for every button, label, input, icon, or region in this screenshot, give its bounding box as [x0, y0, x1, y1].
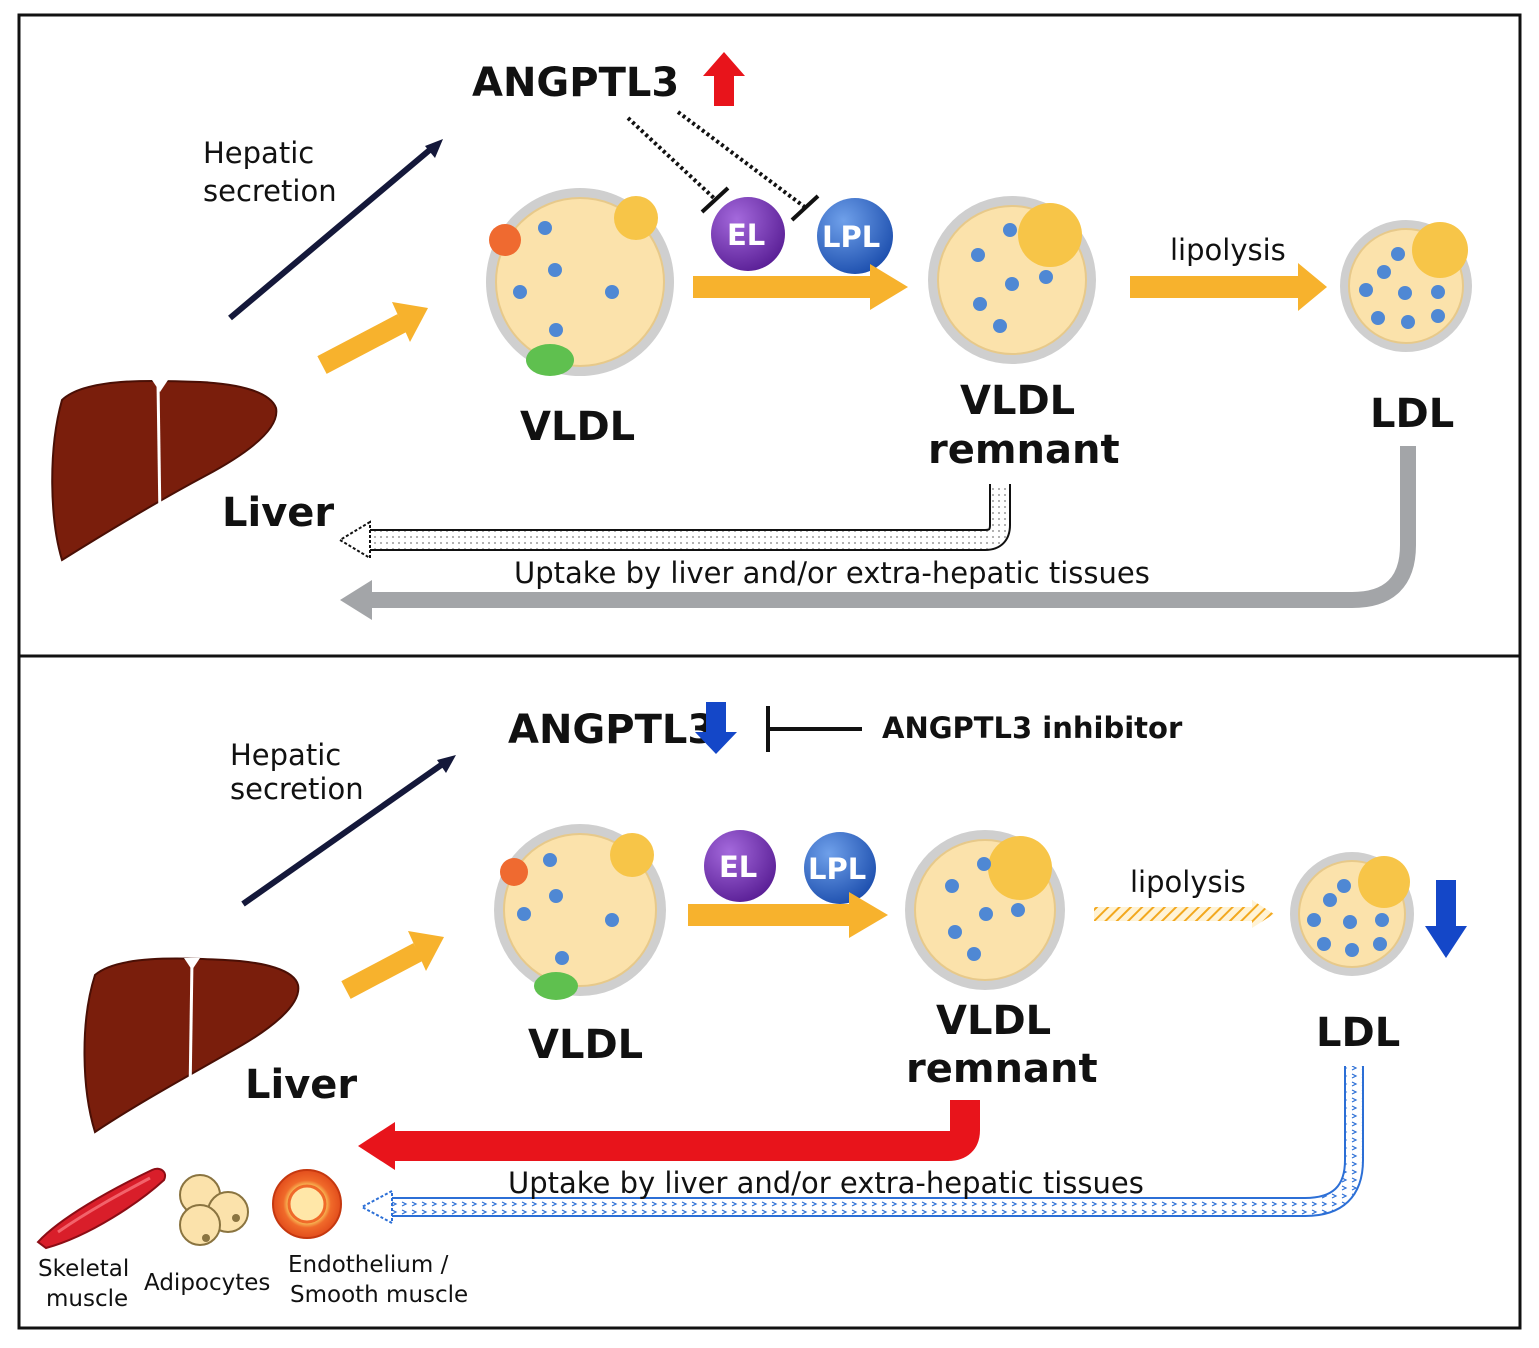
top-secretion-arrow [228, 145, 434, 321]
top-vldl-label: VLDL [520, 404, 635, 450]
bottom-lpl-enzyme [804, 832, 876, 904]
skeletal-muscle-label-2: muscle [46, 1286, 128, 1312]
bottom-secretion-arrow [241, 760, 446, 907]
top-ldl-return-arrow [340, 446, 1416, 620]
top-lipolysis-arrow [1130, 263, 1327, 311]
top-lpl-enzyme [817, 198, 893, 274]
vldl-particle-icon [494, 824, 666, 1000]
top-secretion-label-2: secretion [203, 174, 337, 208]
bottom-ldl-return-arrow [359, 1066, 1364, 1225]
ldl-particle-icon [1340, 220, 1472, 352]
bottom-liver-to-vldl-arrow [341, 931, 444, 999]
bottom-panel: Liver Hepatic secretion ANGPTL3 ANGPTL3 … [36, 702, 1467, 1312]
bottom-el-label: EL [719, 850, 757, 884]
top-ldl-label: LDL [1370, 391, 1454, 437]
liver-icon [83, 957, 300, 1134]
top-el-label: EL [727, 218, 765, 252]
remnant-particle-icon [928, 196, 1096, 364]
bottom-secretion-label-1: Hepatic [230, 738, 341, 772]
top-regulator-label: ANGPTL3 [472, 60, 679, 106]
remnant-particle-icon [905, 830, 1065, 990]
top-remnant-label-2: remnant [928, 427, 1120, 473]
top-inhibition-lines [626, 110, 808, 210]
bottom-inhibitor-label: ANGPTL3 inhibitor [882, 711, 1183, 745]
top-vldl-to-remnant-arrow [693, 264, 908, 310]
top-inhibition-bar-el [700, 186, 730, 214]
bottom-remnant-return-arrow [358, 1100, 980, 1170]
skeletal-muscle-icon [36, 1167, 166, 1250]
top-liver-label: Liver [222, 490, 334, 536]
top-panel: Liver Hepatic secretion ANGPTL3 [51, 52, 1472, 620]
adipocytes-icon [179, 1174, 249, 1246]
top-lpl-label: LPL [822, 220, 880, 254]
vldl-particle-icon [486, 188, 674, 376]
bottom-vldl-label: VLDL [528, 1022, 643, 1068]
top-lipolysis-label: lipolysis [1170, 233, 1286, 267]
bottom-lpl-label: LPL [808, 852, 866, 886]
bottom-panel-frame [17, 654, 1522, 1330]
top-remnant-return-arrow [338, 484, 1011, 560]
endothelium-icon [272, 1169, 342, 1239]
endothelium-label-2: Smooth muscle [290, 1282, 468, 1308]
bottom-uptake-label: Uptake by liver and/or extra-hepatic tis… [508, 1166, 1144, 1200]
bottom-el-enzyme [704, 830, 776, 902]
top-remnant-label-1: VLDL [960, 378, 1075, 424]
liver-icon [51, 379, 278, 562]
bottom-lipolysis-label: lipolysis [1130, 865, 1246, 899]
bottom-lipolysis-arrow [1094, 900, 1274, 928]
bottom-remnant-label-1: VLDL [936, 998, 1051, 1044]
bottom-liver-label: Liver [245, 1062, 357, 1108]
bottom-ldl-decrease-arrow [1425, 880, 1467, 958]
bottom-regulator-label: ANGPTL3 [508, 707, 715, 753]
top-liver-to-vldl-arrow [317, 302, 428, 374]
top-uptake-label: Uptake by liver and/or extra-hepatic tis… [514, 556, 1150, 590]
bottom-remnant-label-2: remnant [906, 1046, 1098, 1092]
bottom-vldl-to-remnant-arrow [688, 892, 888, 938]
adipocytes-label: Adipocytes [144, 1270, 270, 1296]
ldl-particle-icon [1290, 852, 1414, 976]
skeletal-muscle-label-1: Skeletal [38, 1256, 129, 1282]
bottom-secretion-label-2: secretion [230, 772, 364, 806]
top-regulator-increase-arrow [703, 52, 745, 106]
endothelium-label-1: Endothelium / [288, 1252, 449, 1278]
bottom-ldl-label: LDL [1316, 1010, 1400, 1056]
top-inhibition-bar-lpl [790, 194, 820, 222]
bottom-regulator-decrease-arrow [695, 702, 737, 754]
top-secretion-label-1: Hepatic [203, 136, 314, 170]
top-el-enzyme [711, 197, 785, 271]
